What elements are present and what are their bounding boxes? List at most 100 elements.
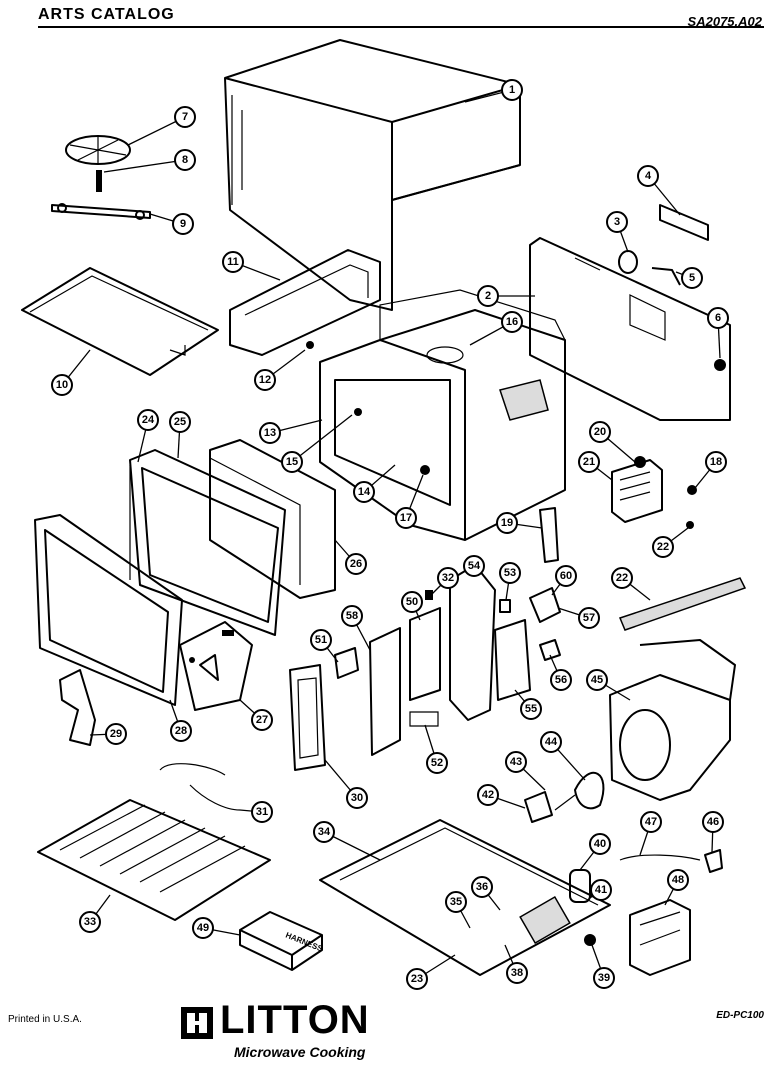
- callout-40: 40: [579, 833, 611, 871]
- callout-number: 7: [182, 111, 188, 123]
- magnetron: [611, 456, 697, 523]
- callout-6: 6: [707, 307, 729, 359]
- callout-1: 1: [464, 79, 523, 103]
- callout-circle: [589, 833, 611, 855]
- callout-number: 51: [315, 634, 327, 646]
- callout-circle: [79, 911, 101, 933]
- callout-circle: [222, 251, 244, 273]
- callout-circle: [501, 311, 523, 333]
- callout-39: 39: [591, 944, 615, 989]
- callout-45: 45: [586, 669, 631, 701]
- callout-circle: [550, 669, 572, 691]
- callout-number: 40: [594, 838, 606, 850]
- callout-circle: [437, 567, 459, 589]
- callout-circle: [406, 968, 428, 990]
- callout-circle: [51, 374, 73, 396]
- exploded-parts-diagram: HARNESS: [21, 39, 747, 990]
- callout-22: 22: [611, 567, 651, 601]
- callout-number: 49: [197, 922, 209, 934]
- callout-number: 18: [710, 456, 722, 468]
- callout-number: 53: [504, 567, 516, 579]
- callout-36: 36: [471, 876, 501, 911]
- callout-56: 56: [549, 654, 572, 691]
- callout-10: 10: [51, 349, 91, 396]
- callout-circle: [281, 451, 303, 473]
- callout-number: 50: [406, 596, 418, 608]
- screw: [306, 341, 314, 349]
- header-rule: [38, 26, 764, 28]
- callout-number: 16: [506, 316, 518, 328]
- callout-number: 23: [411, 973, 423, 985]
- callout-48: 48: [664, 869, 689, 906]
- callout-2: 2: [477, 285, 535, 307]
- callout-18: 18: [694, 451, 727, 489]
- callout-7: 7: [127, 106, 196, 146]
- callout-52: 52: [424, 724, 448, 774]
- thermal-protector: [539, 507, 559, 563]
- callout-number: 24: [142, 414, 155, 426]
- callout-circle: [313, 821, 335, 843]
- callout-14: 14: [353, 464, 396, 503]
- callout-circle: [506, 962, 528, 984]
- callout-32: 32: [431, 567, 459, 595]
- callout-circle: [259, 422, 281, 444]
- callout-circle: [578, 607, 600, 629]
- callout-circle: [540, 731, 562, 753]
- callout-34: 34: [313, 821, 381, 861]
- callout-number: 35: [450, 896, 462, 908]
- callout-41: 41: [589, 879, 612, 901]
- callout-number: 42: [482, 789, 494, 801]
- callout-number: 26: [350, 558, 362, 570]
- callout-circle: [578, 451, 600, 473]
- callout-30: 30: [324, 759, 368, 809]
- callout-circle: [611, 567, 633, 589]
- callout-circle: [705, 451, 727, 473]
- callout-number: 12: [259, 374, 271, 386]
- base-plate: [319, 819, 611, 976]
- top-right-small-parts: [618, 204, 726, 371]
- callout-circle: [555, 565, 577, 587]
- callout-number: 58: [346, 610, 358, 622]
- brand-tagline: Microwave Cooking: [234, 1044, 366, 1060]
- callout-circle: [445, 891, 467, 913]
- callout-12: 12: [254, 349, 306, 391]
- callout-19: 19: [496, 512, 543, 534]
- callout-circle: [505, 751, 527, 773]
- printed-in-label: Printed in U.S.A.: [8, 1014, 82, 1025]
- callout-circle: [251, 801, 273, 823]
- callout-number: 21: [583, 456, 595, 468]
- callout-38: 38: [504, 944, 528, 984]
- callout-circle: [593, 967, 615, 989]
- callout-26: 26: [334, 539, 367, 575]
- callout-number: 22: [616, 572, 628, 584]
- callout-number: 52: [431, 757, 443, 769]
- callout-17: 17: [395, 474, 424, 529]
- callout-circle: [463, 555, 485, 577]
- callout-number: 11: [227, 256, 239, 268]
- callout-number: 2: [485, 290, 491, 302]
- callout-number: 43: [510, 756, 522, 768]
- callout-circle: [667, 869, 689, 891]
- callout-8: 8: [103, 149, 196, 173]
- callout-15: 15: [281, 414, 353, 473]
- callout-circle: [606, 211, 628, 233]
- document-number: SA2075.A02: [687, 14, 762, 29]
- door-frames: [129, 439, 336, 636]
- brand-mark: LITTON Microwave Cooking: [180, 998, 390, 1062]
- callout-16: 16: [469, 311, 523, 346]
- callout-number: 13: [264, 427, 276, 439]
- callout-circle: [310, 629, 332, 651]
- callout-31: 31: [239, 801, 273, 823]
- callout-28: 28: [169, 699, 192, 742]
- callout-circle: [192, 917, 214, 939]
- callout-21: 21: [578, 451, 613, 481]
- callout-circle: [681, 267, 703, 289]
- latch-assembly: [179, 621, 253, 711]
- callout-number: 45: [591, 674, 603, 686]
- leader-line: [291, 414, 353, 463]
- fan-duct: [609, 639, 736, 801]
- callout-circle: [401, 591, 423, 613]
- callout-circle: [345, 553, 367, 575]
- stirrer-assembly: [51, 135, 151, 220]
